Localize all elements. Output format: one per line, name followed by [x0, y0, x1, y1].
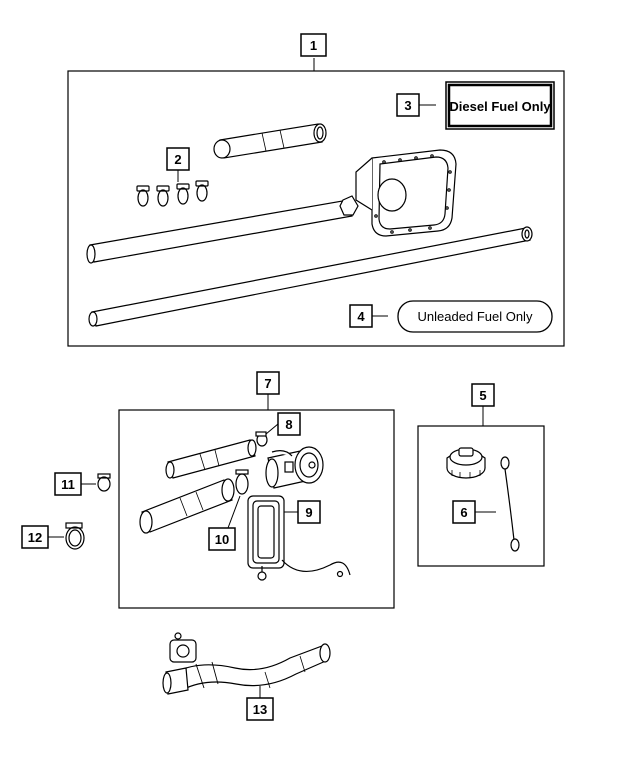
- clamp-11: [97, 473, 111, 492]
- callout-8-label: 8: [285, 417, 292, 432]
- callout-13-label: 13: [253, 702, 267, 717]
- callout-11-label: 11: [61, 477, 75, 492]
- callout-2[interactable]: 2: [166, 147, 190, 171]
- callout-5-label: 5: [479, 388, 486, 403]
- callout-7-label: 7: [264, 376, 271, 391]
- callout-6[interactable]: 6: [452, 500, 476, 524]
- clamp-small: [255, 431, 268, 447]
- group-1: 1 2: [67, 33, 565, 347]
- group-1-frame: [67, 70, 565, 347]
- short-tube: [213, 123, 327, 159]
- group-7: 7: [118, 371, 395, 609]
- callout-4-label: 4: [357, 309, 365, 324]
- callout-2-label: 2: [174, 152, 181, 167]
- diesel-label-plate: Diesel Fuel Only: [445, 81, 555, 130]
- unleaded-label-plate: Unleaded Fuel Only: [397, 300, 553, 333]
- hose-lower: [139, 478, 235, 534]
- callout-10-label: 10: [215, 532, 229, 547]
- callout-1[interactable]: 1: [300, 33, 327, 57]
- callout-12-label: 12: [28, 530, 42, 545]
- filler-tube-assembly: [162, 632, 331, 695]
- callout-7[interactable]: 7: [256, 371, 280, 395]
- group-5: 5 6: [417, 383, 545, 567]
- callout-9[interactable]: 9: [297, 500, 321, 524]
- cap-tether: [500, 456, 520, 552]
- long-tube-1: [86, 195, 359, 264]
- hose-upper: [165, 439, 257, 479]
- callout-11[interactable]: 11: [54, 472, 82, 496]
- clamp-12: [65, 522, 85, 550]
- diesel-label-text: Diesel Fuel Only: [449, 99, 551, 114]
- callout-6-label: 6: [460, 505, 467, 520]
- callout-10[interactable]: 10: [208, 527, 236, 551]
- callout-1-label: 1: [310, 38, 317, 53]
- callout-3-label: 3: [404, 98, 411, 113]
- group-5-frame: [417, 425, 545, 567]
- filler-housing: [355, 149, 457, 237]
- callout-9-label: 9: [305, 505, 312, 520]
- callout-13[interactable]: 13: [246, 697, 274, 721]
- callout-4[interactable]: 4: [349, 304, 373, 328]
- long-tube-2: [88, 226, 533, 327]
- housing-seal: [247, 495, 351, 581]
- callout-12[interactable]: 12: [21, 525, 49, 549]
- fuel-cap: [446, 447, 486, 479]
- unleaded-label-text: Unleaded Fuel Only: [418, 309, 533, 324]
- group-7-frame: [118, 409, 395, 609]
- callout-5[interactable]: 5: [471, 383, 495, 407]
- callout-3[interactable]: 3: [396, 93, 420, 117]
- callout-8[interactable]: 8: [277, 412, 301, 436]
- filler-neck: [265, 446, 324, 489]
- hose-clamps: [136, 180, 209, 207]
- clamp-mid: [235, 469, 249, 495]
